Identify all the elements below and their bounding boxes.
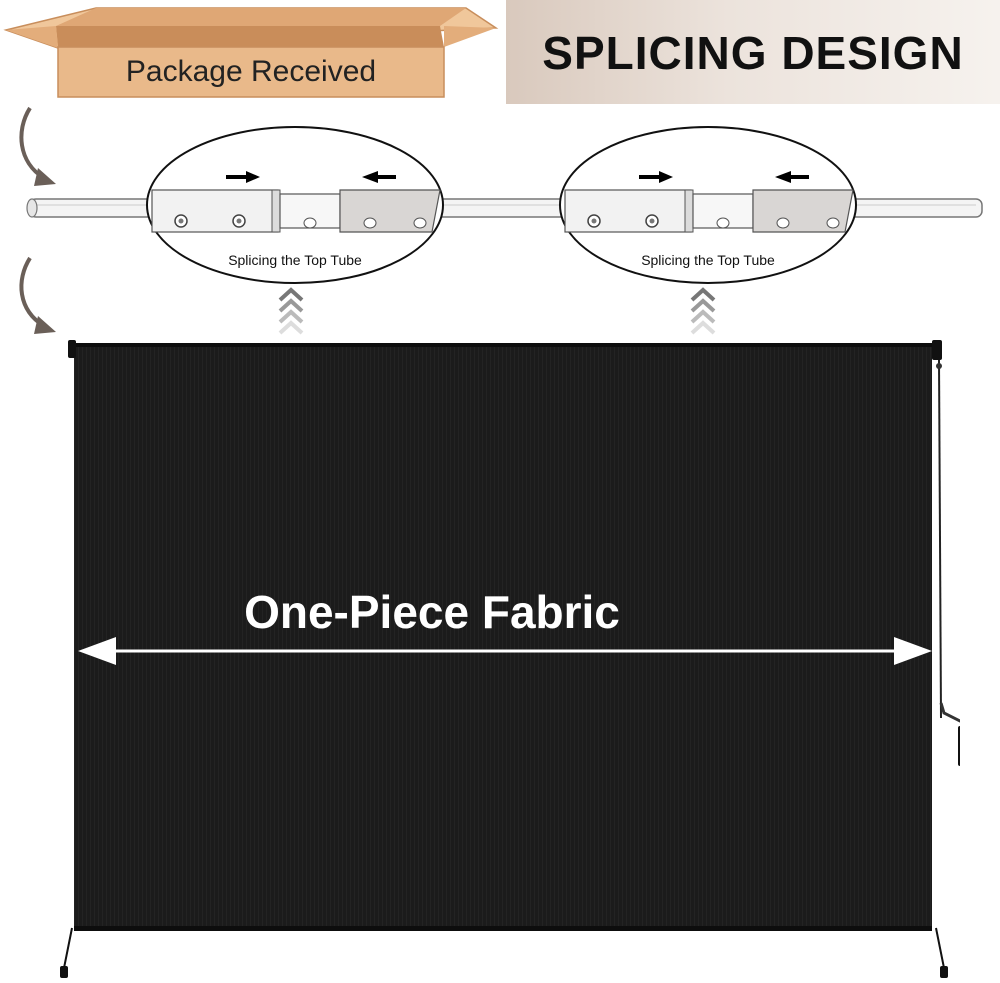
curved-arrow-icon xyxy=(19,106,56,186)
crank-handle-icon xyxy=(958,726,960,766)
roller-hardware xyxy=(60,340,960,978)
title-banner: SPLICING DESIGN xyxy=(506,0,1000,104)
chevron-up-icon xyxy=(690,287,716,335)
callout-caption: Splicing the Top Tube xyxy=(228,252,362,268)
banner-title: SPLICING DESIGN xyxy=(542,27,964,79)
curved-arrow-icon xyxy=(19,256,56,334)
splice-detail-right xyxy=(564,171,854,233)
fabric-label: One-Piece Fabric xyxy=(244,586,620,638)
callout-caption: Splicing the Top Tube xyxy=(641,252,775,268)
top-tube-diagram xyxy=(26,126,983,335)
shade-fabric xyxy=(74,343,932,931)
width-arrow-icon xyxy=(78,637,932,665)
chevron-up-icon xyxy=(278,287,304,335)
splice-detail-left xyxy=(151,171,441,233)
package-box-icon xyxy=(3,7,499,98)
package-label: Package Received xyxy=(125,55,377,88)
